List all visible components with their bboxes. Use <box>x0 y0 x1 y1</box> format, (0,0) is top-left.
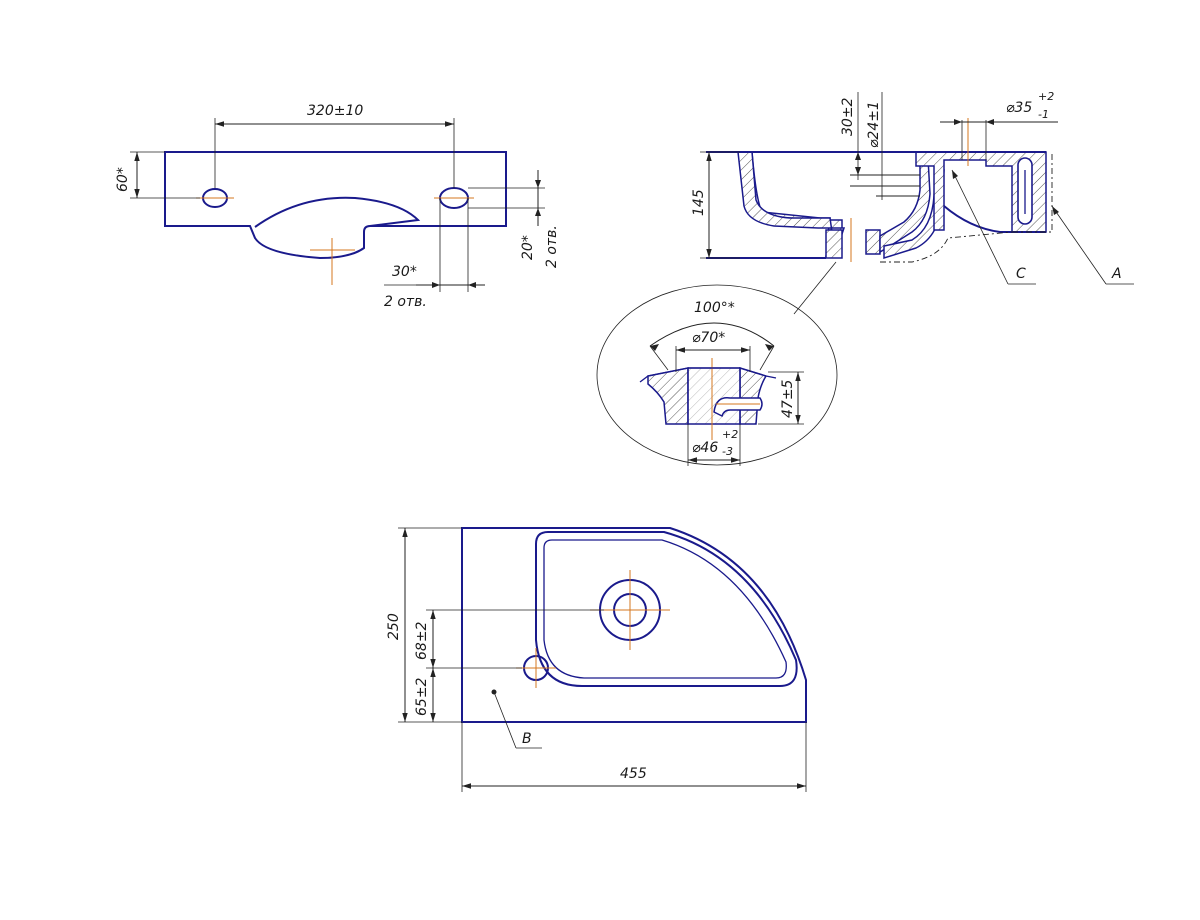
dim-drain-diameter: ⌀46 <box>692 440 718 456</box>
basin-outer <box>535 531 798 687</box>
leader-a: A <box>1111 266 1122 282</box>
front-view: 320±10 60* 30* 2 отв. 20* 2 отв. <box>115 103 560 310</box>
detail-wall-right <box>739 366 768 425</box>
drain-wall-left <box>825 229 843 259</box>
drain-wall-right <box>865 229 881 255</box>
front-view-outline <box>164 151 507 260</box>
dim-detail-height: 47±5 <box>780 379 796 418</box>
dim-hole-count-right: 2 отв. <box>544 225 560 268</box>
plan-dim-tap-offset: 68±2 <box>414 621 430 660</box>
detail-overflow-slot <box>713 397 763 418</box>
plan-outline <box>461 527 807 723</box>
bowl-wall-right <box>879 157 931 254</box>
plan-view: 250 68±2 65±2 455 B <box>386 527 807 792</box>
dim-overflow-diameter: ⌀24±1 <box>866 101 882 148</box>
basin-inner <box>543 539 787 679</box>
dim-tap-hole-tol-upper: +2 <box>1038 90 1054 103</box>
dim-hole-width: 30* <box>392 264 417 280</box>
dim-hole-height: 20* <box>520 235 536 260</box>
plan-dim-depth: 250 <box>386 613 402 640</box>
leader-c: C <box>1016 266 1026 282</box>
plan-dim-hole-offset: 65±2 <box>414 677 430 716</box>
detail-view: 100°* ⌀70* 47±5 ⌀46 +2 -3 <box>596 284 838 466</box>
plan-dim-width: 455 <box>620 766 647 782</box>
dim-tap-hole-tol-lower: -1 <box>1038 108 1049 121</box>
section-view: 145 30±2 ⌀24±1 ⌀35 +2 -1 C A <box>691 90 1134 315</box>
bowl-curve <box>254 196 421 228</box>
dim-height: 60* <box>115 167 131 192</box>
leader-b: B <box>522 731 532 747</box>
dim-hole-count-bottom: 2 отв. <box>384 294 427 310</box>
dim-hole-spacing: 320±10 <box>307 103 363 119</box>
dim-tap-hole: ⌀35 <box>1006 100 1032 116</box>
dim-outer-diameter: ⌀70* <box>692 330 725 346</box>
dim-depth: 145 <box>691 189 707 216</box>
dim-drain-tol-lower: -3 <box>722 445 733 458</box>
dim-angle: 100°* <box>694 300 735 316</box>
dim-drain-tol-upper: +2 <box>722 428 738 441</box>
dim-overflow-offset: 30±2 <box>840 97 856 136</box>
detail-wall-left <box>647 367 689 425</box>
detail-outline <box>596 284 838 466</box>
